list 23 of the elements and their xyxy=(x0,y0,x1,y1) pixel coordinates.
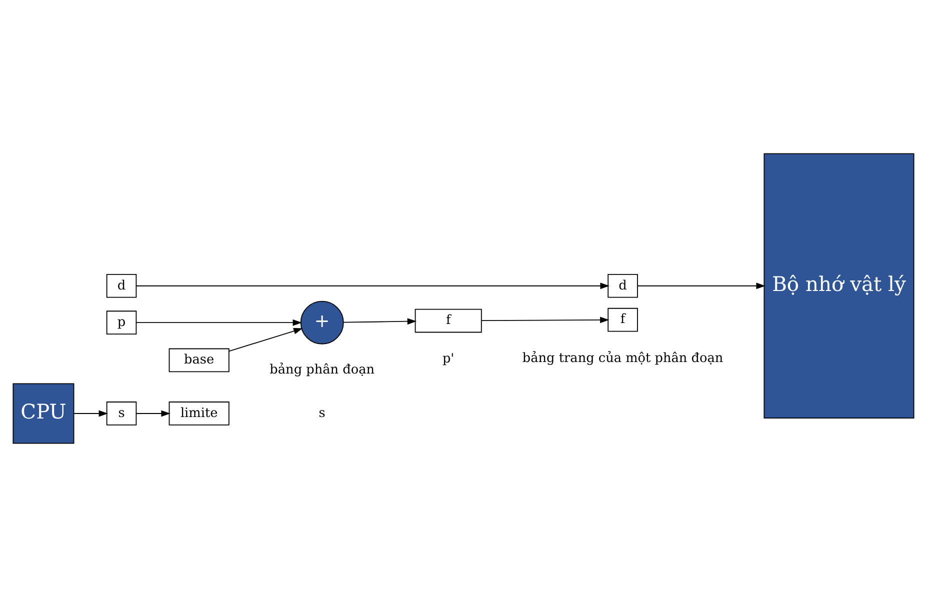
arrow xyxy=(74,410,108,416)
node-box: d xyxy=(106,273,137,298)
arrow xyxy=(637,282,766,289)
arrow xyxy=(343,318,417,324)
label: bảng phân đoạn xyxy=(270,362,375,378)
arrow xyxy=(228,327,303,352)
node-box: CPU xyxy=(12,382,74,444)
label: s xyxy=(318,405,326,420)
arrow xyxy=(481,316,610,323)
arrow xyxy=(136,318,302,326)
arrow xyxy=(136,410,170,416)
label: bảng trang của một phân đoạn xyxy=(522,350,724,366)
node-box: f xyxy=(608,307,638,332)
node-box: s xyxy=(106,401,137,425)
node-box: base xyxy=(168,348,230,372)
node-box: f xyxy=(414,308,482,332)
label: p' xyxy=(442,351,454,366)
node-box: Bộ nhớ vật lý xyxy=(764,152,914,418)
node-box: limite xyxy=(168,401,230,425)
node-box: d xyxy=(608,273,638,298)
node-box: p xyxy=(106,310,137,334)
node-circle: + xyxy=(300,300,344,344)
arrow xyxy=(136,282,610,289)
